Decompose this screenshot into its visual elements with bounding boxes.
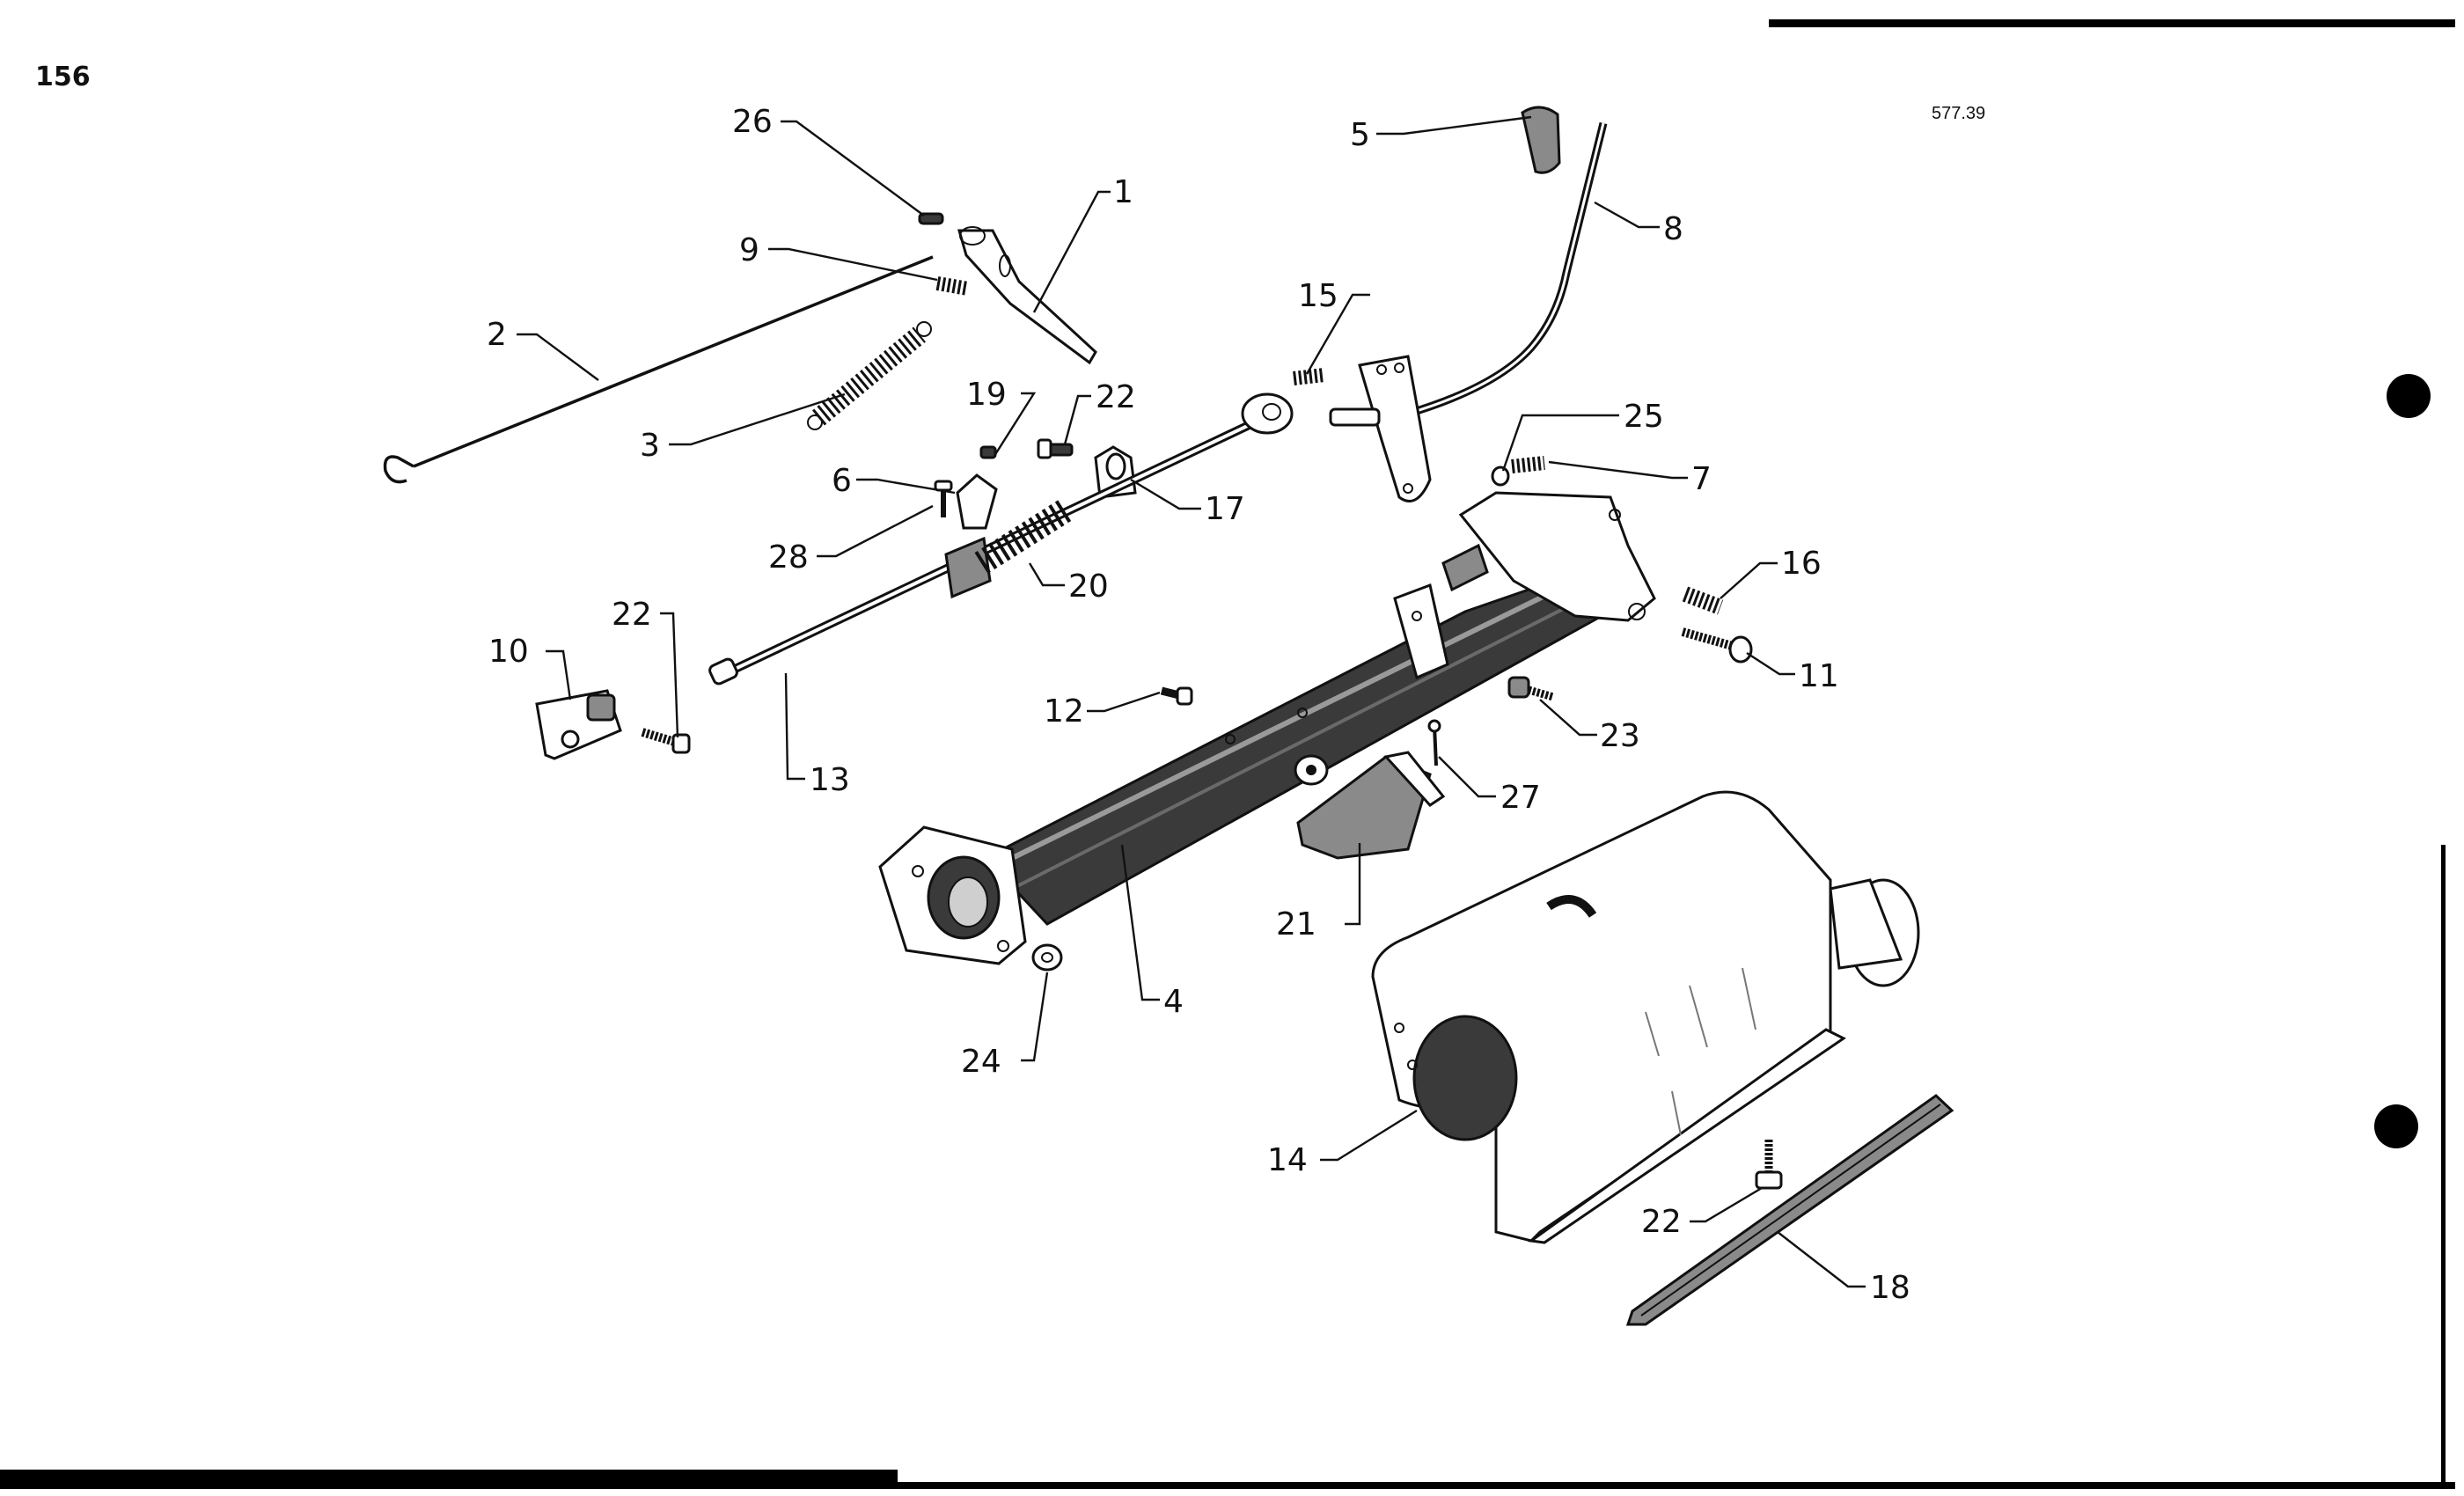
pin-part-27 [1427, 719, 1441, 766]
spring-part-7 [1511, 456, 1545, 473]
spring-part-9 [935, 276, 970, 296]
knob-part-5 [1521, 106, 1561, 174]
callout-28: 28 [768, 539, 809, 576]
bracket-part-6 [956, 473, 998, 530]
shroud-part-14 [1371, 790, 1920, 1244]
callout-8: 8 [1663, 211, 1683, 247]
seal-strip-part-18 [1625, 1094, 1954, 1326]
page-number: 156 [35, 62, 91, 92]
callout-10: 10 [488, 634, 529, 670]
pivot-bracket [1329, 355, 1432, 502]
bottom-rule-right [898, 1482, 2455, 1489]
screw-part-22-left [641, 728, 691, 754]
callout-22-upper: 22 [1096, 379, 1136, 415]
callout-21: 21 [1276, 906, 1316, 942]
callout-7: 7 [1691, 461, 1712, 497]
callout-25: 25 [1624, 399, 1664, 435]
bottom-rule-left [0, 1470, 898, 1489]
column-tube-part-4 [878, 491, 1656, 965]
washer-part-25 [1491, 466, 1510, 487]
callout-4: 4 [1163, 984, 1184, 1020]
clip-part-10 [535, 689, 622, 760]
rod-part-8 [1406, 121, 1608, 418]
diagram-reference-code: 577.39 [1932, 104, 1986, 123]
bolt-part-28 [934, 480, 953, 517]
rod-part-2 [383, 255, 934, 484]
callout-16: 16 [1781, 546, 1822, 582]
leader-lines [517, 115, 1866, 1288]
callout-9: 9 [739, 232, 759, 268]
callout-24: 24 [961, 1044, 1001, 1080]
callout-5: 5 [1350, 117, 1370, 153]
callout-15: 15 [1298, 278, 1338, 314]
binder-hole-upper [2387, 374, 2431, 418]
callout-23: 23 [1600, 718, 1640, 754]
collar-part-20-housing [944, 536, 992, 599]
bolt-part-22-lower [1755, 1140, 1783, 1190]
spring-part-20 [974, 500, 1072, 574]
callout-13: 13 [810, 762, 850, 798]
callout-1: 1 [1113, 174, 1133, 210]
pin-part-12 [1160, 686, 1193, 706]
callout-3: 3 [640, 428, 660, 464]
callout-17: 17 [1205, 491, 1245, 527]
callout-labels: 1 2 3 4 5 6 7 8 9 10 11 12 13 14 15 16 1… [487, 104, 1910, 1306]
callout-2: 2 [487, 317, 507, 353]
screw-part-22-upper [1037, 438, 1074, 459]
lever-part-1 [957, 226, 1097, 365]
callout-12: 12 [1044, 693, 1084, 730]
binder-hole-lower [2374, 1104, 2418, 1148]
spring-part-3 [807, 321, 932, 430]
callout-26: 26 [732, 104, 773, 140]
callout-19: 19 [966, 377, 1007, 413]
callout-27: 27 [1500, 780, 1541, 816]
bolt-part-23 [1507, 676, 1555, 701]
spring-part-15 [1293, 368, 1325, 385]
right-edge-rule [2441, 845, 2446, 1489]
callout-6: 6 [832, 463, 852, 499]
callout-11: 11 [1799, 658, 1839, 694]
callout-20: 20 [1068, 568, 1109, 605]
callout-22-left: 22 [612, 597, 652, 633]
callout-18: 18 [1870, 1270, 1910, 1306]
screw-part-26 [918, 212, 944, 225]
bolt-part-11 [1681, 627, 1753, 664]
nut-part-24 [1031, 943, 1063, 972]
pad-part-21 [1296, 751, 1446, 860]
screw-part-19 [979, 445, 997, 459]
top-rule [1769, 19, 2455, 27]
callout-14: 14 [1267, 1142, 1308, 1178]
spring-part-16 [1682, 586, 1724, 615]
callout-22-lower: 22 [1641, 1204, 1682, 1240]
